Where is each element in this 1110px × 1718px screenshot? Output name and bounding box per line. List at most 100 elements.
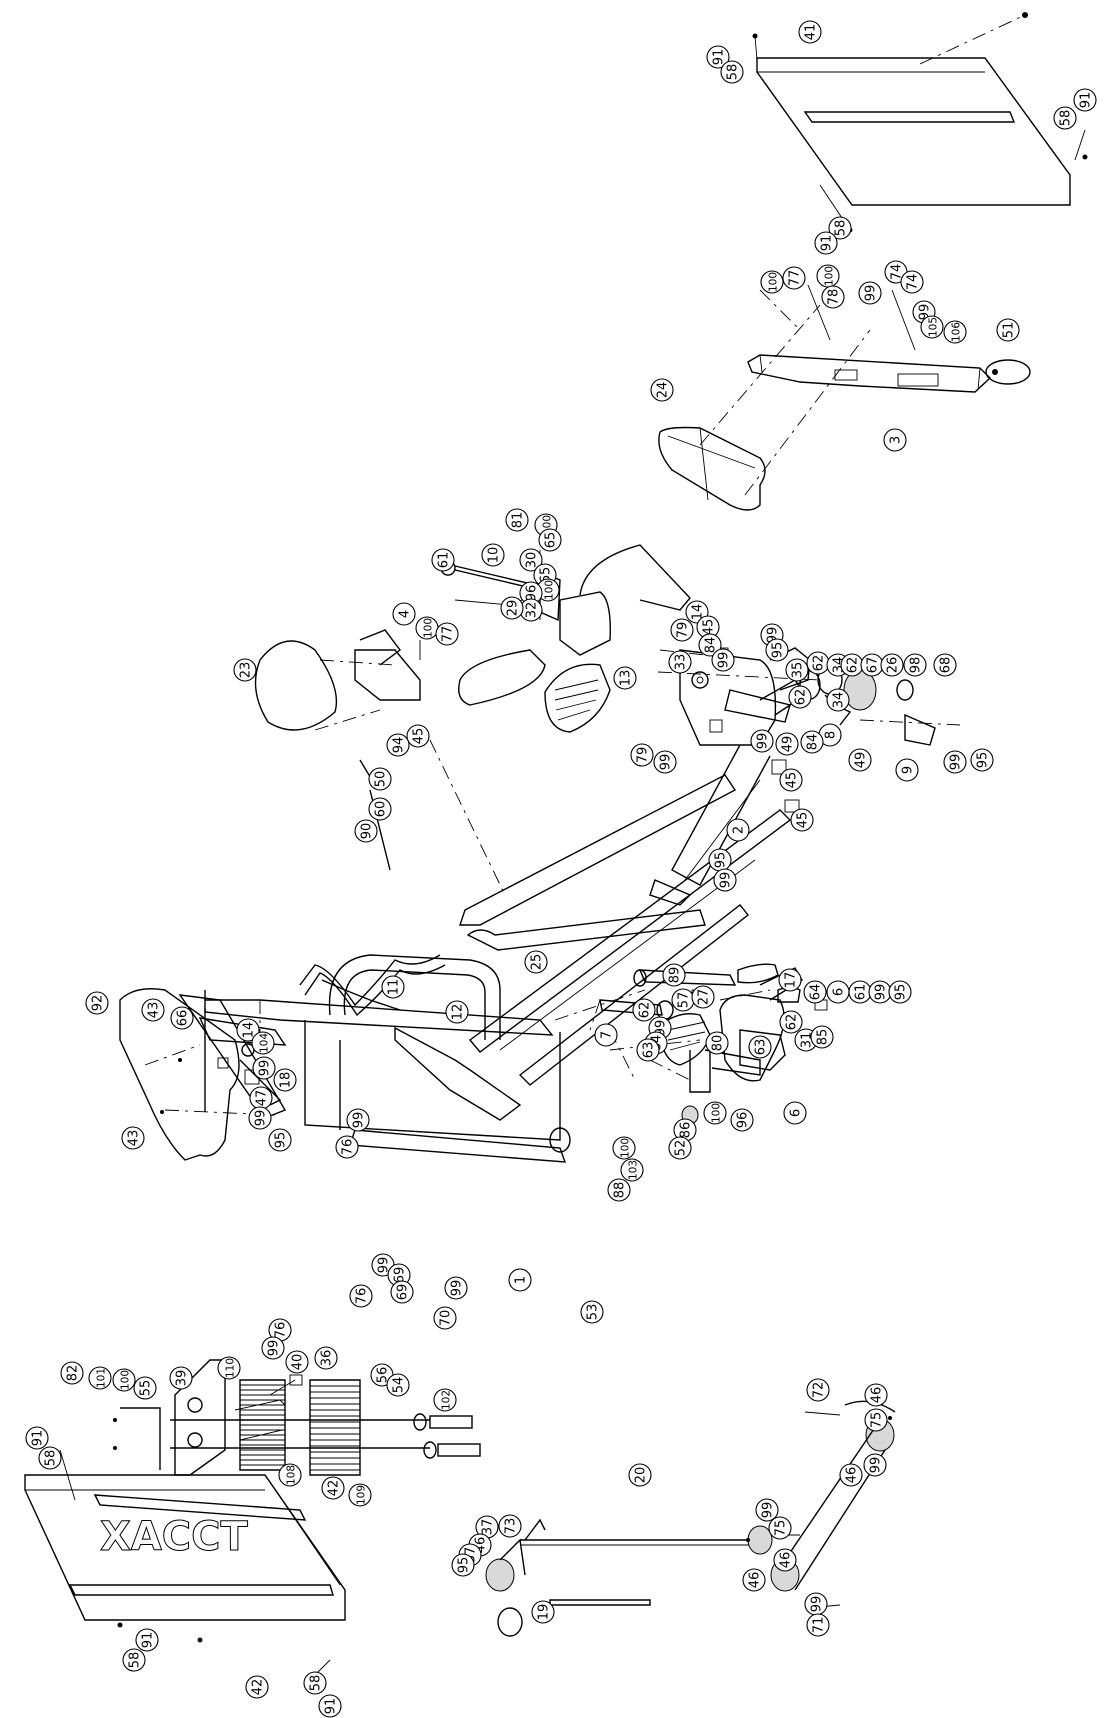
callout-label: 82 bbox=[66, 1365, 81, 1382]
callout-circle bbox=[346, 1108, 370, 1132]
callout-circle bbox=[803, 980, 827, 1004]
callout-label: 73 bbox=[504, 1518, 519, 1535]
callout-63: 63 bbox=[748, 1035, 772, 1059]
weight-stack bbox=[93, 1359, 481, 1521]
callout-62: 62 bbox=[806, 651, 830, 675]
callout-71: 71 bbox=[806, 1613, 830, 1637]
callout-6: 6 bbox=[783, 1101, 807, 1125]
cable-pulley-system bbox=[485, 1400, 896, 1637]
callout-100: 100 bbox=[816, 264, 840, 288]
callout-50: 50 bbox=[368, 767, 392, 791]
callout-circle bbox=[318, 1694, 342, 1718]
callout-78: 78 bbox=[821, 285, 845, 309]
callout-circle bbox=[121, 1126, 145, 1150]
callout-circle bbox=[500, 596, 524, 620]
callout-99: 99 bbox=[713, 868, 737, 892]
callout-label: 62 bbox=[638, 1002, 653, 1019]
callout-circle bbox=[773, 1548, 797, 1572]
callout-label: 100 bbox=[824, 266, 836, 286]
callout-circle bbox=[112, 1368, 136, 1392]
callout-84: 84 bbox=[698, 633, 722, 657]
callout-label: 61 bbox=[437, 552, 452, 569]
callout-4: 4 bbox=[392, 602, 416, 626]
callout-circle bbox=[880, 653, 904, 677]
callout-104: 104 bbox=[251, 1031, 275, 1055]
callout-circle bbox=[760, 270, 784, 294]
callout-14: 14 bbox=[236, 1018, 260, 1042]
callout-label: 60 bbox=[374, 801, 389, 818]
callout-41: 41 bbox=[798, 20, 822, 44]
callout-label: 91 bbox=[712, 49, 727, 66]
callout-label: 71 bbox=[812, 1617, 827, 1634]
callout-label: 20 bbox=[634, 1467, 649, 1484]
callout-label: 108 bbox=[286, 1465, 298, 1485]
callout-42: 42 bbox=[245, 1675, 269, 1699]
callout-103: 103 bbox=[620, 1158, 644, 1182]
callout-30: 30 bbox=[519, 548, 543, 572]
callout-99: 99 bbox=[863, 1453, 887, 1477]
callout-circle bbox=[236, 1018, 260, 1042]
callout-label: 58 bbox=[128, 1652, 143, 1669]
callout-29: 29 bbox=[500, 596, 524, 620]
callout-95: 95 bbox=[268, 1128, 292, 1152]
callout-circle bbox=[245, 1675, 269, 1699]
callout-84: 84 bbox=[800, 730, 824, 754]
callout-label: 100 bbox=[711, 1103, 723, 1123]
callout-circle bbox=[858, 281, 882, 305]
callout-circle bbox=[25, 1426, 49, 1450]
callout-circle bbox=[498, 1514, 522, 1538]
callout-circle bbox=[278, 1463, 302, 1487]
callout-54: 54 bbox=[386, 1373, 410, 1397]
callout-3: 3 bbox=[883, 428, 907, 452]
callout-82: 82 bbox=[60, 1361, 84, 1385]
callout-label: 77 bbox=[441, 626, 456, 643]
callout-58: 58 bbox=[1053, 106, 1077, 130]
callout-label: 98 bbox=[909, 657, 924, 674]
callout-100: 100 bbox=[112, 1368, 136, 1392]
callout-55: 55 bbox=[133, 1376, 157, 1400]
callout-label: 58 bbox=[726, 64, 741, 81]
callout-label: 39 bbox=[175, 1370, 190, 1387]
callout-99: 99 bbox=[252, 1056, 276, 1080]
callout-label: 45 bbox=[785, 772, 800, 789]
callout-circle bbox=[698, 633, 722, 657]
callout-58: 58 bbox=[828, 216, 852, 240]
callout-label: 32 bbox=[525, 602, 540, 619]
callout-circle bbox=[135, 1628, 159, 1652]
callout-label: 99 bbox=[254, 1110, 269, 1127]
callout-25: 25 bbox=[524, 950, 548, 974]
callout-label: 11 bbox=[387, 979, 402, 996]
callout-circle bbox=[248, 1106, 272, 1130]
callout-label: 12 bbox=[451, 1004, 466, 1021]
callout-91: 91 bbox=[706, 45, 730, 69]
callout-circle bbox=[814, 231, 838, 255]
callout-label: 99 bbox=[267, 1340, 282, 1357]
callout-circle bbox=[785, 658, 809, 682]
callout-circle bbox=[335, 1135, 359, 1159]
callout-23: 23 bbox=[233, 658, 257, 682]
callout-circle bbox=[779, 1010, 803, 1034]
callout-79: 79 bbox=[630, 743, 654, 767]
callout-circle bbox=[268, 1128, 292, 1152]
callout-100: 100 bbox=[415, 616, 439, 640]
callout-label: 61 bbox=[854, 984, 869, 1001]
callout-label: 99 bbox=[869, 1457, 884, 1474]
callout-77: 77 bbox=[782, 266, 806, 290]
callout-62: 62 bbox=[788, 685, 812, 709]
callout-49: 49 bbox=[848, 748, 872, 772]
callout-46: 46 bbox=[773, 1548, 797, 1572]
callout-circle bbox=[900, 270, 924, 294]
callout-label: 96 bbox=[736, 1112, 751, 1129]
callout-52: 52 bbox=[668, 1136, 692, 1160]
callout-label: 51 bbox=[1002, 322, 1017, 339]
callout-label: 103 bbox=[628, 1160, 640, 1180]
callout-circle bbox=[943, 750, 967, 774]
callout-17: 17 bbox=[778, 968, 802, 992]
callout-106: 106 bbox=[943, 320, 967, 344]
callout-label: 75 bbox=[774, 1520, 789, 1537]
callout-circle bbox=[321, 1476, 345, 1500]
callout-circle bbox=[755, 1498, 779, 1522]
callout-37: 37 bbox=[475, 1515, 499, 1539]
callout-label: 96 bbox=[525, 585, 540, 602]
